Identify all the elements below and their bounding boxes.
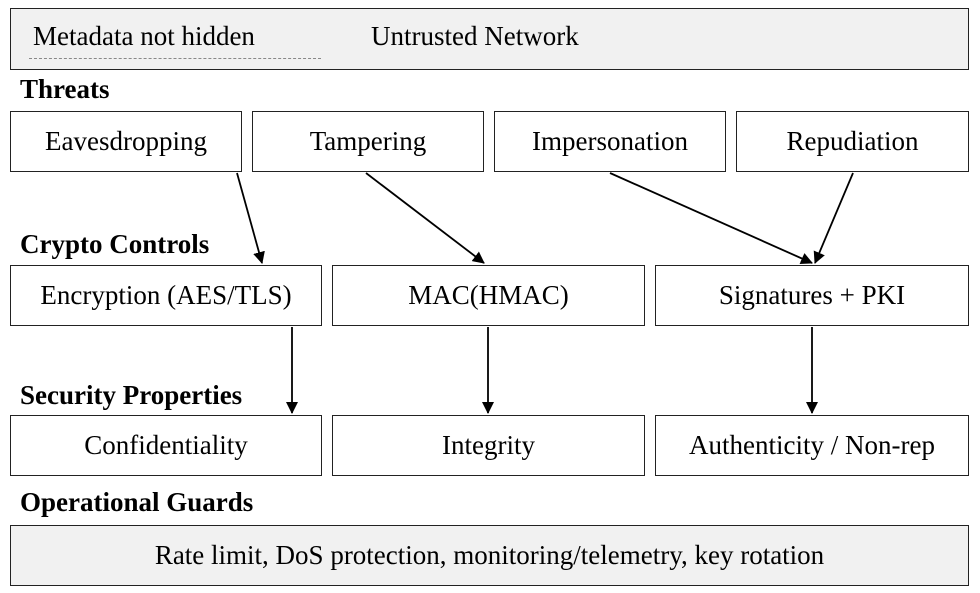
arrow-eavesdropping-to-encryption [236,172,265,264]
metadata-dashed-underline [29,58,321,59]
threat-tampering: Tampering [252,111,484,172]
arrow-tampering-to-mac [365,172,485,264]
untrusted-network-band: Metadata not hidden Untrusted Network [10,8,969,70]
crypto-controls-heading: Crypto Controls [20,229,210,259]
property-authenticity-nonrep: Authenticity / Non-rep [655,415,969,476]
threat-repudiation: Repudiation [736,111,969,172]
metadata-note: Metadata not hidden [33,21,255,51]
property-integrity: Integrity [332,415,645,476]
threat-eavesdropping: Eavesdropping [10,111,242,172]
property-confidentiality: Confidentiality [10,415,322,476]
threat-impersonation: Impersonation [494,111,726,172]
threats-heading: Threats [20,74,110,104]
control-mac: MAC(HMAC) [332,265,645,326]
security-properties-heading: Security Properties [20,380,243,410]
arrow-repudiation-to-signatures [813,172,854,264]
arrow-impersonation-to-signatures [609,172,813,265]
operational-guards-band: Rate limit, DoS protection, monitoring/t… [10,525,969,586]
operational-guards-heading: Operational Guards [20,487,254,517]
untrusted-network-label: Untrusted Network [371,21,579,51]
control-encryption: Encryption (AES/TLS) [10,265,322,326]
control-signatures-pki: Signatures + PKI [655,265,969,326]
